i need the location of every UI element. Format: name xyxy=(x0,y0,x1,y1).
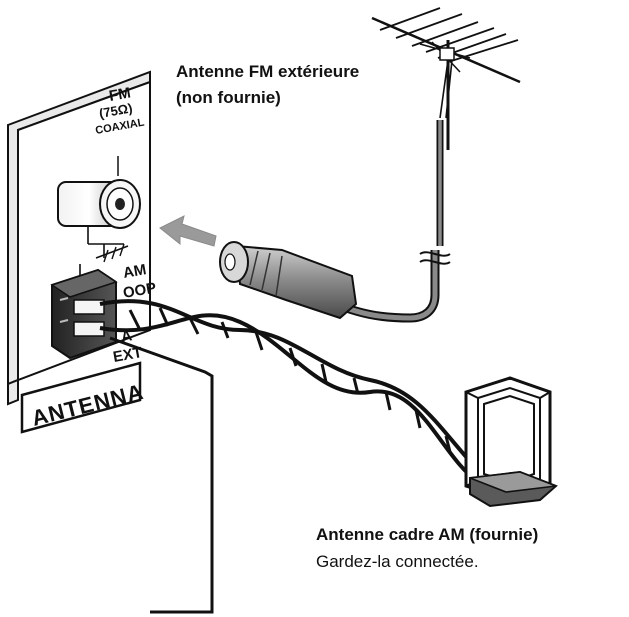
loop-label: OOP xyxy=(122,279,158,302)
fm-antenna xyxy=(371,7,521,270)
fm-label: FM xyxy=(108,84,132,105)
am-ext-partial-label: A xyxy=(120,327,134,346)
ground-symbol xyxy=(79,226,129,280)
insert-arrow xyxy=(159,215,217,247)
am-ext-wire xyxy=(109,336,214,614)
am-loop-antenna xyxy=(464,376,558,508)
am-lead-wires xyxy=(99,299,480,484)
am-antenna-note: Gardez-la connectée. xyxy=(316,552,479,571)
fm-plug xyxy=(219,241,440,323)
fm-coaxial-jack xyxy=(57,156,141,229)
am-label: AM xyxy=(122,261,148,282)
ext-label: EXT xyxy=(112,344,144,366)
am-terminal-block xyxy=(50,268,118,360)
am-antenna-title: Antenne cadre AM (fournie) xyxy=(316,525,539,544)
fm-antenna-title: Antenne FM extérieure xyxy=(176,62,360,81)
fm-impedance-label: (75Ω) xyxy=(98,100,134,121)
fm-antenna-note: (non fournie) xyxy=(176,88,281,107)
